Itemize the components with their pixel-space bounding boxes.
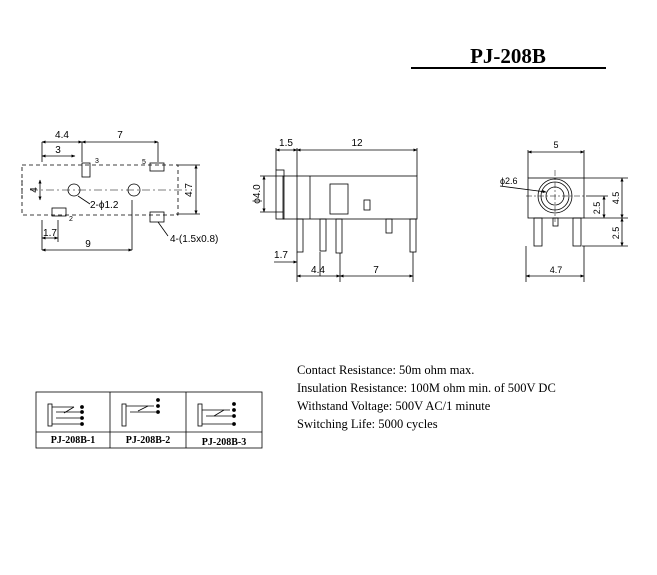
front-dim-dia-2-6: ϕ2.6: [500, 176, 518, 186]
pcb-dim-4-4: 4.4: [55, 130, 69, 141]
side-dim-1-7: 1.7: [274, 250, 288, 261]
front-dim-4-7: 4.7: [550, 265, 563, 275]
pcb-dim-3: 3: [55, 145, 61, 156]
spec-withstand-voltage: Withstand Voltage: 500V AC/1 minute: [297, 399, 491, 413]
pcb-dim-4: 4: [29, 187, 40, 193]
pin-label-5: 5: [142, 159, 146, 166]
front-dim-4-5: 4.5: [611, 192, 621, 205]
pad-4: [149, 211, 165, 223]
pad-2: [51, 207, 67, 217]
side-view: [260, 148, 418, 282]
side-dim-dia-4: ϕ4.0: [252, 184, 263, 204]
pad-3: [81, 162, 91, 178]
schematic-2: [121, 398, 160, 427]
front-dim-5: 5: [553, 140, 558, 150]
mount-hole-1: [67, 183, 81, 197]
specifications: Contact Resistance: 50m ohm max. Insulat…: [297, 361, 556, 433]
pcb-dim-1-7: 1.7: [43, 228, 57, 239]
pcb-dim-9: 9: [85, 239, 91, 250]
spec-insulation-resistance: Insulation Resistance: 100M ohm min. of …: [297, 381, 556, 395]
variant-label-1: PJ-208B-1: [51, 435, 95, 446]
pin-label-2: 2: [69, 216, 73, 223]
part-title: PJ-208B: [470, 44, 546, 68]
side-dim-12: 12: [351, 138, 363, 149]
pin-label-3: 3: [95, 158, 99, 165]
spec-contact-resistance: Contact Resistance: 50m ohm max.: [297, 363, 475, 377]
front-view: [499, 150, 628, 282]
side-dim-7: 7: [373, 265, 379, 276]
variant-label-3: PJ-208B-3: [202, 437, 246, 448]
front-dim-2-5-a: 2.5: [592, 202, 602, 215]
side-dim-4-4: 4.4: [311, 265, 325, 276]
variant-label-2: PJ-208B-2: [126, 435, 170, 446]
spec-switching-life: Switching Life: 5000 cycles: [297, 417, 438, 431]
pcb-footprint-view: [21, 140, 200, 252]
side-dim-1-5: 1.5: [279, 138, 293, 149]
pcb-dim-4-7: 4.7: [184, 183, 195, 197]
variants-table: [35, 391, 263, 449]
mount-hole-2: [127, 183, 141, 197]
pcb-dim-7: 7: [117, 130, 123, 141]
pcb-holes-note: 2-ϕ1.2: [90, 200, 119, 211]
pcb-pads-note: 4-(1.5x0.8): [170, 234, 218, 245]
schematic-3: [197, 402, 236, 427]
schematic-1: [47, 403, 84, 427]
front-dim-2-5-b: 2.5: [611, 227, 621, 240]
pad-5: [149, 162, 165, 172]
